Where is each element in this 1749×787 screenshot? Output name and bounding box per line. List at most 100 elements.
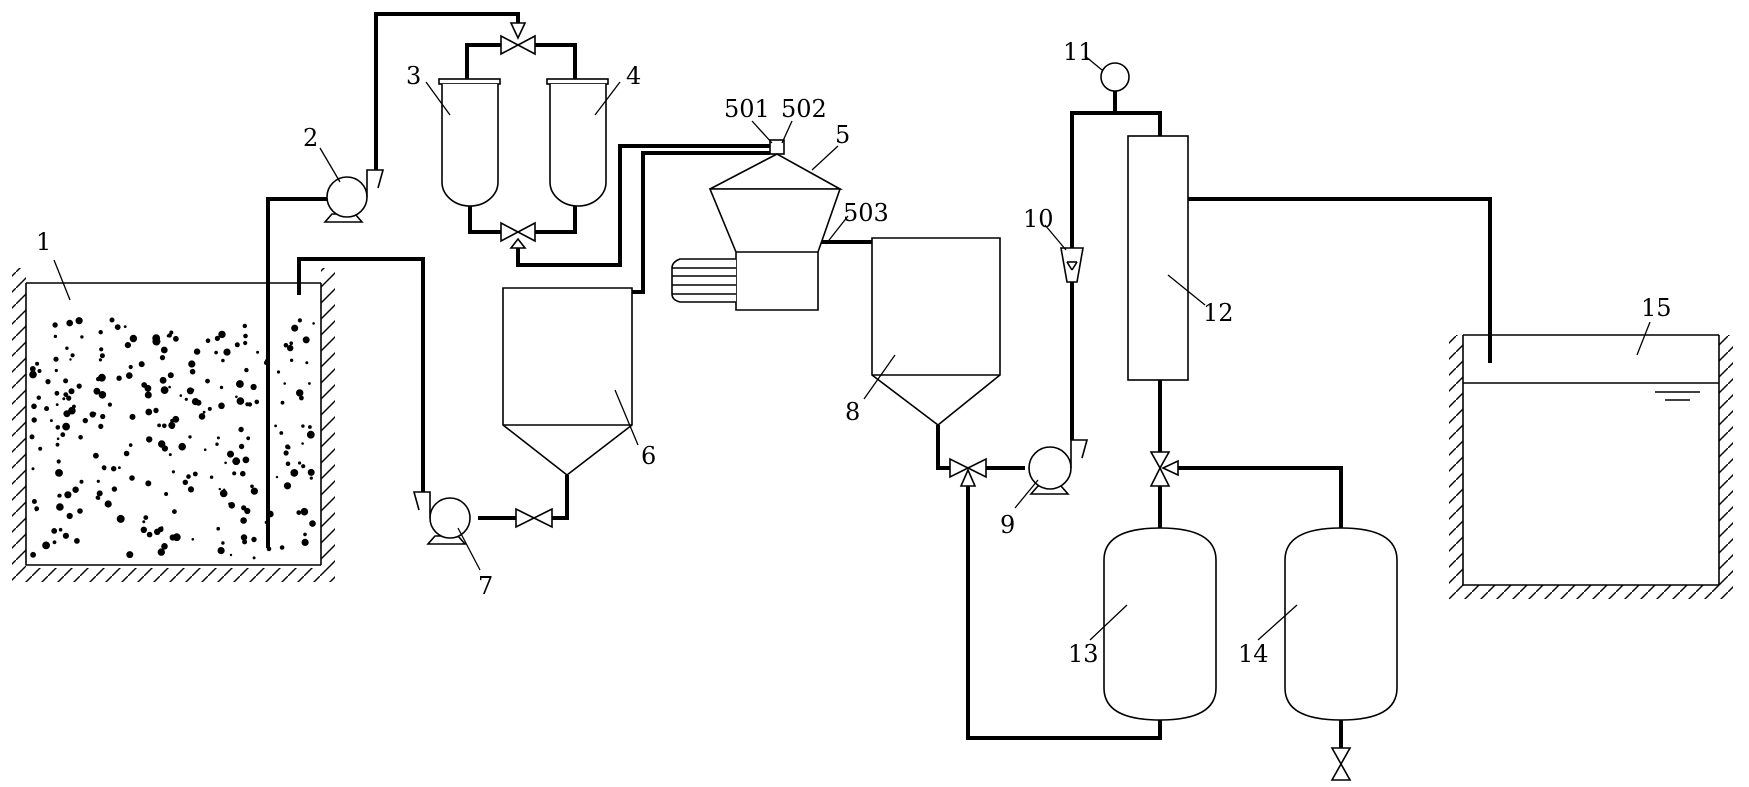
particle-dot (305, 361, 309, 365)
particle-dot (309, 520, 316, 527)
label-501: 501 (724, 95, 770, 123)
particle-dot (172, 533, 181, 542)
particle-dot (54, 368, 58, 373)
particle-dot (235, 395, 238, 399)
particle-dot (49, 419, 53, 423)
particle-dot (236, 380, 244, 388)
particle-dot (96, 479, 100, 483)
particle-dot (68, 388, 75, 395)
leader-lines (53, 55, 1651, 641)
particle-dot (172, 509, 177, 514)
particle-dot (162, 423, 167, 429)
particle-dot (276, 370, 281, 374)
particle-dot (232, 471, 237, 476)
particle-dot (69, 358, 72, 361)
particles (29, 317, 316, 560)
particle-dot (192, 471, 198, 477)
particle-dot (128, 364, 133, 370)
particle-dot (287, 344, 294, 352)
particle-dot (205, 338, 211, 344)
particle-dot (96, 490, 103, 497)
particle-dot (62, 532, 69, 539)
tank-6 (502, 287, 633, 477)
particle-dot (274, 424, 277, 428)
particle-dot (52, 322, 58, 328)
column-12 (1127, 135, 1189, 381)
particle-dot (138, 361, 145, 368)
particle-dot (35, 508, 38, 512)
label-8: 8 (845, 398, 860, 426)
particle-dot (98, 391, 107, 399)
particle-dot (98, 423, 104, 429)
particle-dot (143, 515, 149, 520)
label-10: 10 (1023, 205, 1054, 233)
particle-dot (146, 531, 153, 538)
particle-dot (298, 461, 302, 465)
particle-dot (62, 422, 70, 431)
particle-dot (238, 426, 244, 433)
particle-dot (68, 406, 76, 415)
particle-dot (77, 508, 83, 514)
particle-dot (96, 376, 101, 382)
particle-dot (242, 323, 247, 329)
particle-dot (161, 543, 168, 550)
particle-dot (111, 486, 118, 492)
vessel-4 (546, 78, 609, 207)
label-11: 11 (1063, 38, 1094, 66)
particle-dot (124, 342, 131, 349)
label-503: 503 (843, 199, 889, 227)
labels: 1 2 3 4 5 501 502 503 6 7 8 9 10 11 12 1… (36, 38, 1672, 668)
particle-dot (283, 382, 287, 385)
valve-pump9-inlet (949, 457, 987, 487)
particle-dot (53, 334, 58, 339)
particle-dot (126, 372, 133, 379)
particle-dot (243, 340, 248, 346)
particle-dot (98, 358, 102, 362)
particle-dot (240, 534, 248, 541)
particle-dot (63, 378, 69, 384)
particle-dot (280, 400, 285, 405)
gauge-11 (1100, 62, 1130, 92)
particle-dot (205, 378, 210, 384)
particle-dot (250, 487, 258, 495)
particle-dot (242, 539, 248, 545)
particle-dot (154, 528, 161, 535)
particle-dot (215, 442, 219, 446)
particle-dot (223, 348, 231, 356)
separator-5 (671, 139, 844, 311)
particle-dot (279, 545, 285, 550)
particle-dot (256, 350, 260, 354)
particle-dot (51, 528, 58, 534)
particle-dot (111, 466, 117, 472)
particle-dot (188, 360, 196, 368)
particle-dot (70, 353, 75, 358)
particle-dot (58, 527, 63, 532)
particle-dot (203, 448, 207, 452)
particle-dot (72, 486, 79, 493)
particle-dot (166, 334, 170, 338)
particle-dot (74, 538, 80, 544)
particle-dot (99, 353, 105, 359)
particle-dot (57, 493, 62, 498)
particle-dot (129, 475, 135, 481)
particle-dot (161, 445, 168, 452)
particle-dot (198, 413, 206, 420)
particle-dot (290, 469, 299, 477)
particle-dot (93, 412, 97, 415)
particle-dot (45, 379, 51, 385)
particle-dot (100, 413, 106, 420)
particle-dot (159, 355, 166, 361)
particle-dot (221, 358, 225, 363)
particle-dot (169, 423, 175, 429)
particle-dot (242, 456, 250, 464)
particle-dot (312, 322, 315, 325)
particle-dot (29, 370, 37, 379)
particle-dot (308, 382, 311, 385)
particle-dot (252, 556, 256, 560)
particle-dot (302, 336, 310, 344)
valve-drain (1330, 747, 1352, 781)
label-502: 502 (781, 95, 827, 123)
particle-dot (129, 413, 136, 420)
particle-dot (157, 548, 165, 556)
particle-dot (37, 369, 42, 373)
